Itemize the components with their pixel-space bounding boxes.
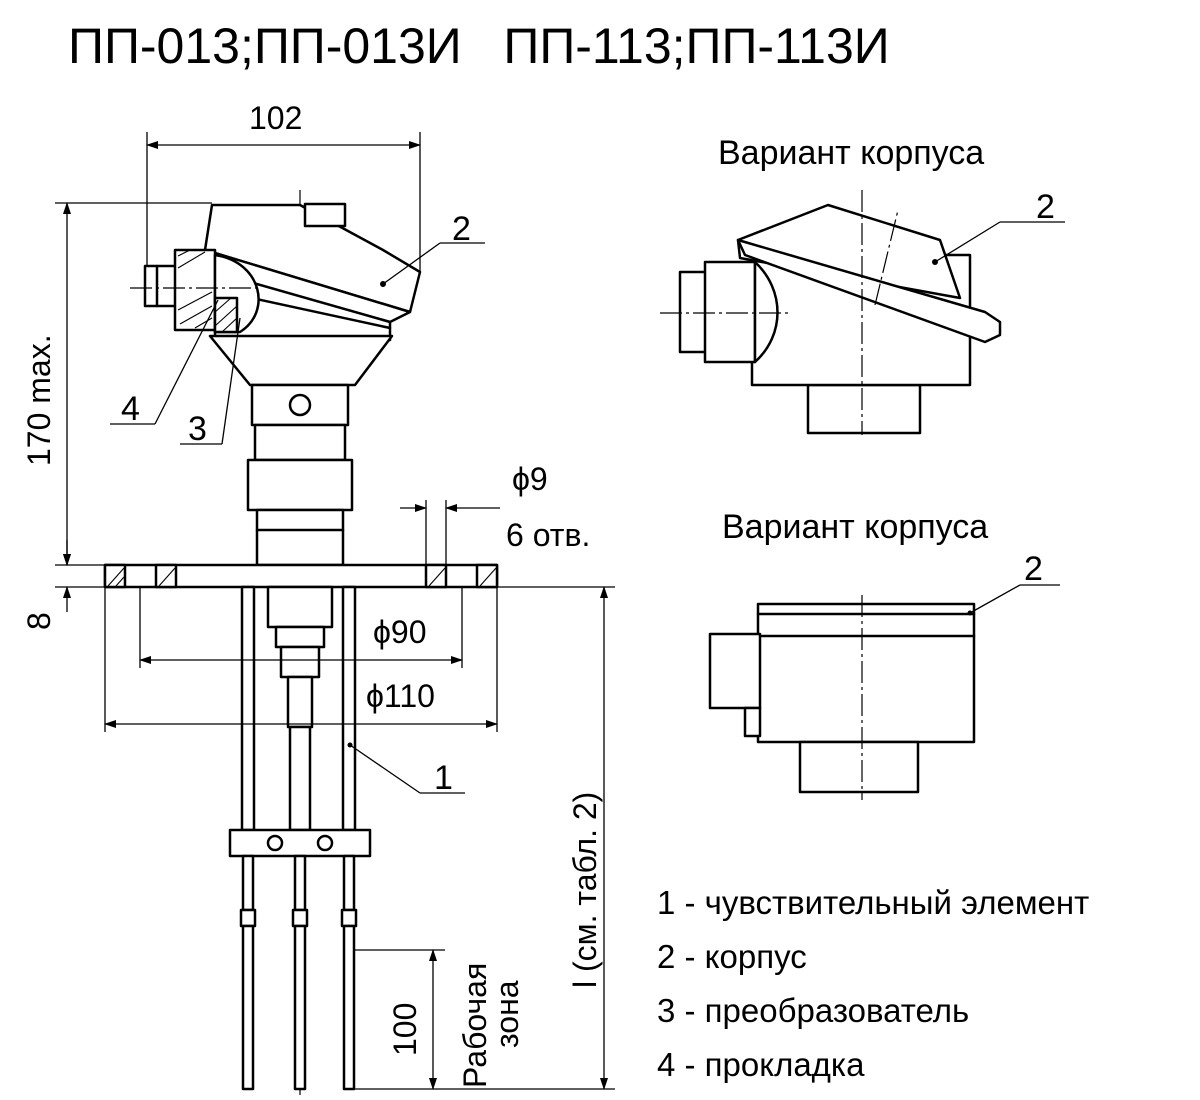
work-zone-line2: зона (489, 980, 525, 1048)
rod-tips (239, 854, 358, 1091)
work-zone-line1: Рабочая (457, 963, 493, 1088)
dim-l: l (см. табл. 2) (567, 792, 603, 988)
cable-gland (130, 248, 260, 334)
housing-variant-1: Вариант корпуса 2 (660, 134, 1065, 435)
main-assembly-view: 102 170 max. 8 ϕ9 6 отв. ϕ90 ϕ110 l (см. (21, 100, 615, 1095)
callout-2-main: 2 (452, 210, 471, 248)
dim-hole: ϕ9 (512, 461, 548, 497)
legend-item-4: 4 - прокладка (657, 1046, 865, 1083)
callout-2-variant-2: 2 (1024, 550, 1043, 588)
dim-110: ϕ110 (366, 678, 435, 714)
callout-2-variant-1: 2 (1036, 188, 1055, 226)
callout-3: 3 (188, 410, 207, 448)
legend-item-1: 1 - чувствительный элемент (657, 884, 1089, 921)
housing-head (203, 202, 422, 387)
housing-variant-2: Вариант корпуса 2 (708, 508, 1060, 800)
variant-2-label: Вариант корпуса (722, 508, 988, 546)
dim-102: 102 (249, 100, 302, 136)
sensor-body (246, 383, 354, 567)
dim-8: 8 (21, 612, 57, 630)
callout-1: 1 (434, 759, 453, 797)
dim-100: 100 (387, 1003, 423, 1056)
drawing-title: ПП-013;ПП-013И ПП-113;ПП-113И (68, 18, 890, 74)
legend-item-3: 3 - преобразователь (657, 992, 969, 1029)
dim-170: 170 max. (21, 334, 57, 466)
callout-4: 4 (121, 390, 140, 428)
legend: 1 - чувствительный элемент 2 - корпус 3 … (657, 884, 1089, 1083)
legend-item-2: 2 - корпус (657, 938, 807, 975)
probe-rods (240, 585, 357, 832)
variant-1-label: Вариант корпуса (718, 134, 984, 172)
spacer-plate (228, 828, 372, 858)
dim-90: ϕ90 (373, 614, 427, 650)
dim-holes-count: 6 отв. (506, 517, 590, 553)
flange (103, 563, 499, 589)
